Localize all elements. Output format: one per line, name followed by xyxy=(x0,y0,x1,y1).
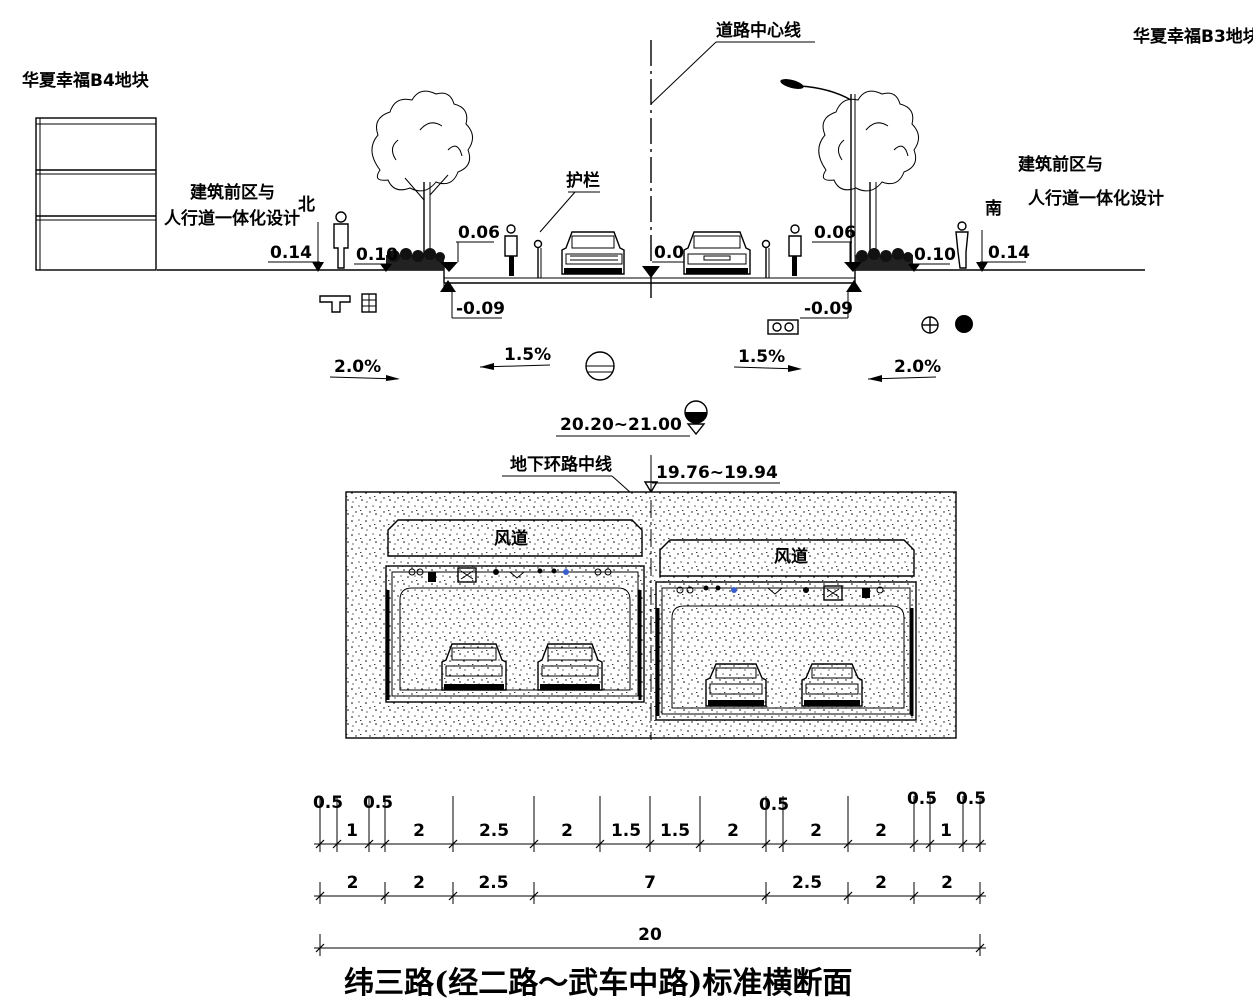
svg-text:-0.09: -0.09 xyxy=(456,299,505,319)
slope-left-walk: 2.0% xyxy=(329,357,400,381)
south-label: 南 xyxy=(985,198,1002,219)
svg-text:0.10: 0.10 xyxy=(914,245,956,265)
tunnel-top-elevation: 19.76~19.94 xyxy=(643,455,780,494)
dim-row2-label: 7 xyxy=(644,873,656,893)
north-label: 北 xyxy=(298,195,315,215)
tunnel-equipment-left xyxy=(408,567,612,583)
right-parcel-label: 华夏幸福B3地块 xyxy=(1133,26,1253,47)
tunnel-car-3-icon xyxy=(705,663,767,707)
elevation-left-walk: 0.10 xyxy=(354,245,398,272)
street-lamp-icon xyxy=(780,79,856,262)
dim-row1-label: 2 xyxy=(875,821,887,841)
guardrail-label: 护栏 xyxy=(566,170,600,191)
building-front-left-line1: 建筑前区与 xyxy=(190,182,275,203)
slope-right-road: 1.5% xyxy=(733,347,802,372)
guardrail-right-post xyxy=(761,239,771,278)
dim-row1-label: 1 xyxy=(940,821,952,841)
road-centerline xyxy=(650,40,815,298)
svg-text:0.10: 0.10 xyxy=(356,245,398,265)
dim-row1-label: 0.5 xyxy=(363,793,393,813)
elevation-left-outer: 0.14 xyxy=(268,222,324,272)
air-duct-left-label: 风道 xyxy=(494,528,528,549)
right-tree-icon xyxy=(818,90,919,260)
dim-row2-label: 2 xyxy=(941,873,953,893)
dim-row1-label: 2.5 xyxy=(479,821,509,841)
dim-row1-label: 2 xyxy=(727,821,739,841)
dim-row1-label: 1.5 xyxy=(611,821,641,841)
utility-grid-icon xyxy=(361,293,377,313)
tunnel-car-4-icon xyxy=(801,663,863,707)
tunnel-equipment-right xyxy=(676,585,884,601)
elevation-right-gutter: -0.09 xyxy=(800,280,862,319)
right-pedestrian-icon xyxy=(955,221,969,269)
dim-row1-label: 2 xyxy=(810,821,822,841)
svg-text:0.14: 0.14 xyxy=(988,243,1030,263)
dim-row1-label: 2 xyxy=(561,821,573,841)
tunnel-car-1-icon xyxy=(441,643,507,691)
groundwater-icon xyxy=(684,400,708,436)
dim-row2-label: 2 xyxy=(347,873,359,893)
air-duct-right-label: 风道 xyxy=(774,546,808,567)
dim-row1-label: 0.5 xyxy=(759,795,789,815)
utility-duct-icon xyxy=(767,319,799,335)
dim-row2-label: 2 xyxy=(875,873,887,893)
svg-text:0.14: 0.14 xyxy=(270,243,312,263)
building-front-left-line2: 人行道一体化设计 xyxy=(164,208,300,229)
dim-row1-label: 1 xyxy=(346,821,358,841)
left-pedestrian-icon xyxy=(333,211,349,269)
elevation-right-walk: 0.10 xyxy=(908,245,956,272)
svg-text:1.5%: 1.5% xyxy=(738,347,785,367)
drawing-title: 纬三路(经二路～武车中路)标准横断面 xyxy=(344,966,852,999)
building-front-right-line2: 人行道一体化设计 xyxy=(1028,188,1164,209)
dim-row1-label: 0.5 xyxy=(907,789,937,809)
building-front-right-line1: 建筑前区与 xyxy=(1018,154,1103,175)
slope-right-walk: 2.0% xyxy=(867,357,941,382)
left-cyclist-icon xyxy=(504,224,518,276)
guardrail-left-post xyxy=(533,239,543,278)
left-parcel-label: 华夏幸福B4地块 xyxy=(22,70,150,91)
slope-left-road: 1.5% xyxy=(479,345,551,370)
utility-solid-dot-icon xyxy=(955,315,973,333)
svg-text:2.0%: 2.0% xyxy=(334,357,381,377)
surface-car-right-icon xyxy=(683,231,751,275)
svg-text:-0.09: -0.09 xyxy=(804,299,853,319)
svg-text:0.0: 0.0 xyxy=(654,243,684,263)
svg-text:0.06: 0.06 xyxy=(458,223,500,243)
tunnel-centerline-label: 地下环路中线 xyxy=(510,454,612,475)
dim-total-label: 20 xyxy=(638,925,662,945)
left-tree-icon xyxy=(371,90,473,260)
dim-row1-label: 0.5 xyxy=(313,793,343,813)
left-building xyxy=(35,117,157,271)
svg-text:0.06: 0.06 xyxy=(814,223,856,243)
right-cyclist-icon xyxy=(788,224,802,276)
ground-elevation-range: 20.20~21.00 xyxy=(556,415,690,437)
dim-row2-label: 2.5 xyxy=(478,873,508,893)
dim-row1-label: 2 xyxy=(413,821,425,841)
dim-row2-label: 2.5 xyxy=(792,873,822,893)
elevation-right-outer: 0.14 xyxy=(976,230,1030,272)
road-centerline-label: 道路中心线 xyxy=(716,20,801,41)
dim-row2-label: 2 xyxy=(413,873,425,893)
svg-text:2.0%: 2.0% xyxy=(894,357,941,377)
svg-text:20.20~21.00: 20.20~21.00 xyxy=(560,415,682,435)
tunnel-car-2-icon xyxy=(537,643,603,691)
svg-text:19.76~19.94: 19.76~19.94 xyxy=(656,463,778,483)
svg-text:1.5%: 1.5% xyxy=(504,345,551,365)
left-shrubs xyxy=(386,248,445,270)
right-shrubs xyxy=(855,248,913,270)
utility-tee-icon xyxy=(319,295,351,313)
utility-crosshair-icon xyxy=(921,316,939,334)
drainage-pipe-icon xyxy=(585,351,615,381)
dim-row1-label: 0.5 xyxy=(956,789,986,809)
elevation-right-curb: 0.06 xyxy=(812,223,862,272)
elevation-left-curb: 0.06 xyxy=(440,223,500,272)
tunnel-structure xyxy=(345,491,957,740)
elevation-center: 0.0 xyxy=(642,243,684,278)
surface-car-left-icon xyxy=(561,231,625,275)
dim-row1-label: 1.5 xyxy=(660,821,690,841)
elevation-left-gutter: -0.09 xyxy=(440,280,505,319)
